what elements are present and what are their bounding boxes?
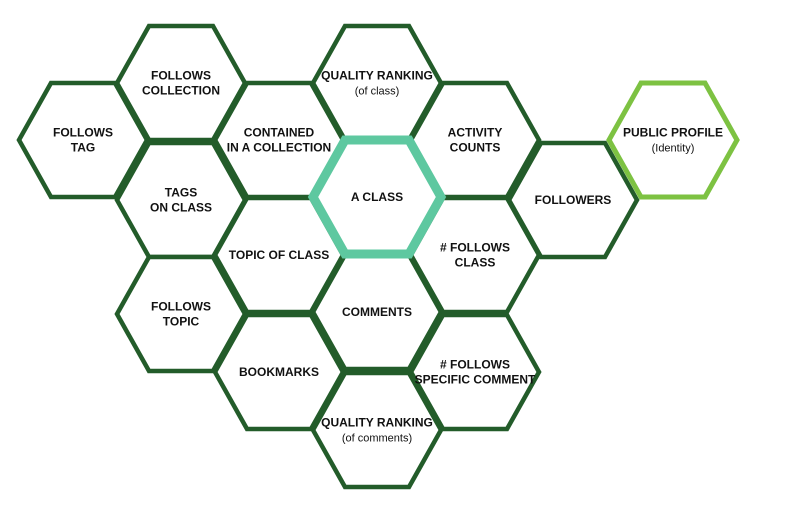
hex-label: ON CLASS [150, 201, 212, 215]
hex-quality-ranking-comments: QUALITY RANKING (of comments) [310, 370, 444, 490]
hex-followers: FOLLOWERS [506, 140, 640, 260]
hex-label: FOLLOWS [151, 300, 211, 314]
hex-bookmarks: BOOKMARKS [212, 312, 346, 432]
hex-label: (of comments) [342, 433, 412, 445]
hex-label: # FOLLOWS [440, 358, 510, 372]
hex-label: ACTIVITY [448, 126, 503, 140]
hex-a-class: A CLASS [307, 135, 447, 259]
hex-label: # FOLLOWS [440, 241, 510, 255]
hex-outline [606, 80, 740, 200]
hex-label: CLASS [455, 256, 496, 270]
hex-topic-of-class: TOPIC OF CLASS [212, 195, 346, 315]
hex-label: COLLECTION [142, 84, 220, 98]
hex-label: PUBLIC PROFILE [623, 126, 723, 140]
hex-label: FOLLOWERS [535, 193, 612, 207]
hex-label: BOOKMARKS [239, 365, 319, 379]
hex-outline [506, 140, 640, 260]
hex-label: QUALITY RANKING [321, 416, 433, 430]
hex-label: TOPIC [163, 315, 200, 329]
hex-label: CONTAINED [244, 126, 315, 140]
hex-label: A CLASS [351, 190, 403, 204]
hex-label: FOLLOWS [53, 126, 113, 140]
hex-public-profile: PUBLIC PROFILE (Identity) [606, 80, 740, 200]
hex-label: TAG [71, 141, 95, 155]
hex-label: FOLLOWS [151, 69, 211, 83]
hex-label: TOPIC OF CLASS [229, 248, 329, 262]
hex-label: COMMENTS [342, 305, 412, 319]
hex-label: IN A COLLECTION [227, 141, 331, 155]
hex-label: TAGS [165, 186, 197, 200]
hex-label: (Identity) [652, 143, 695, 155]
hex-label: SPECIFIC COMMENT [415, 373, 536, 387]
hex-label: QUALITY RANKING [321, 69, 433, 83]
hex-outline [408, 312, 542, 432]
hex-label: (of class) [355, 86, 400, 98]
hex-label: COUNTS [450, 141, 501, 155]
hex-outline [307, 135, 447, 259]
